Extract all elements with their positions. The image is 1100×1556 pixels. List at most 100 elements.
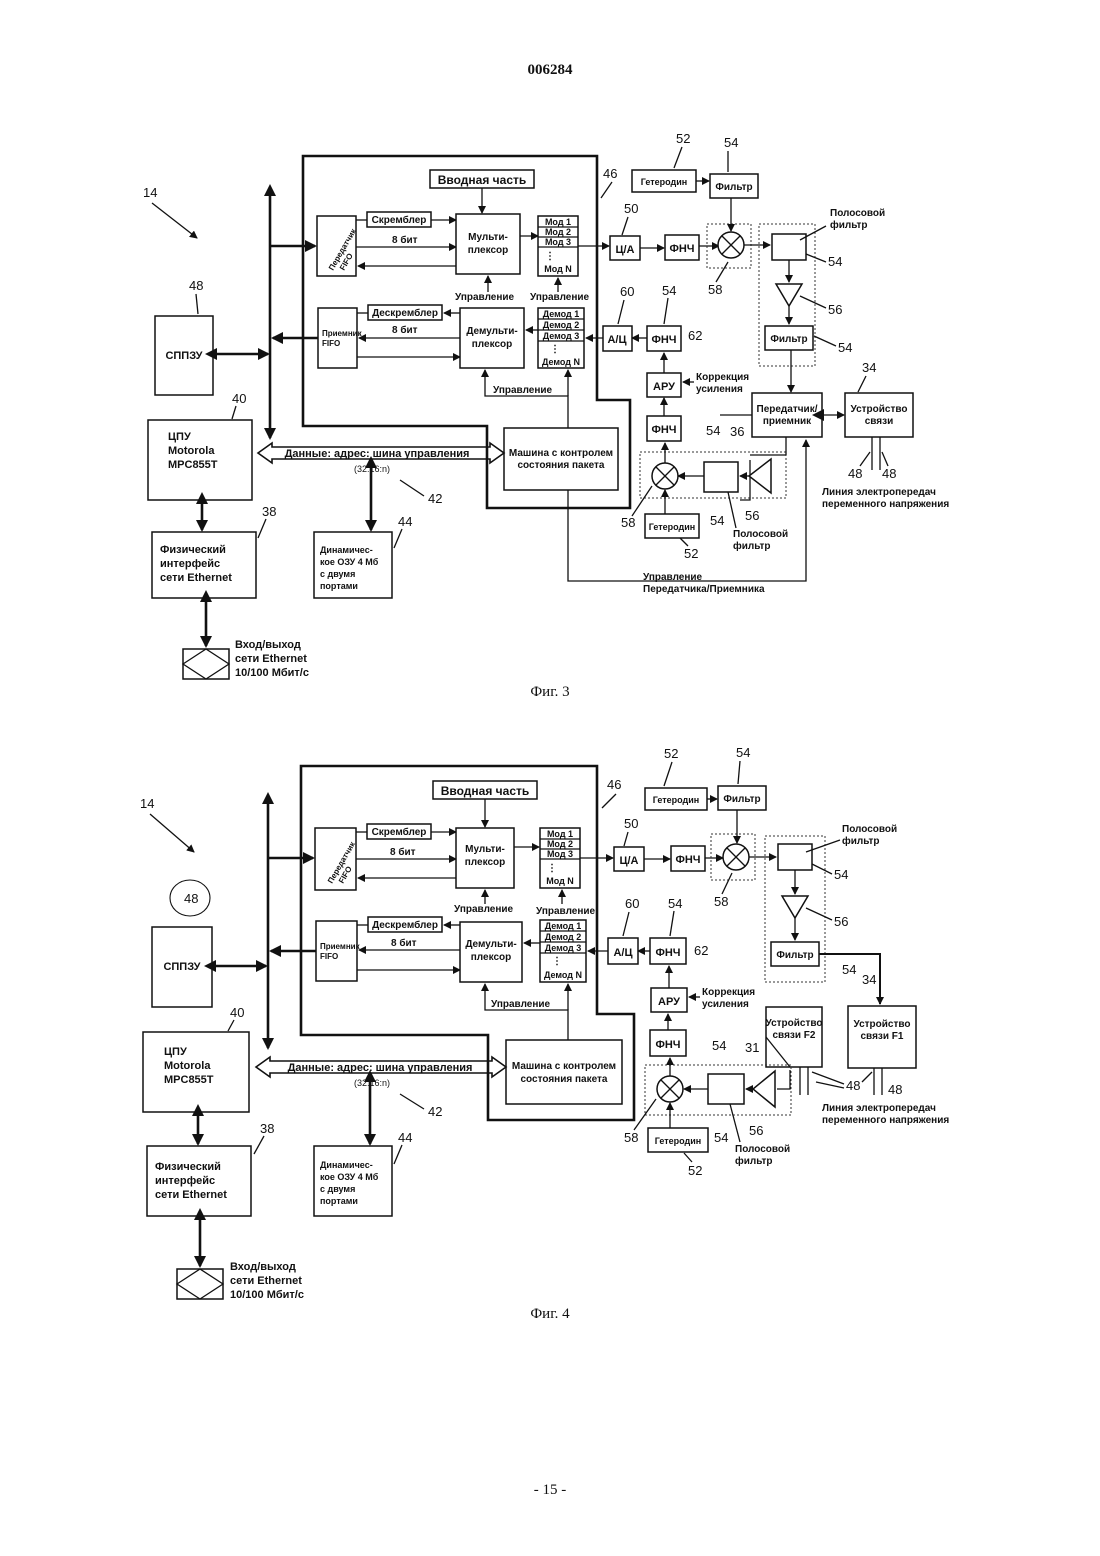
eth-label-2: сети Ethernet	[235, 653, 307, 665]
dram-label-3: с двумя	[320, 569, 355, 579]
ref-60: 60	[625, 896, 639, 911]
ref-56-leader	[806, 908, 832, 920]
bus-label: Данные: адрес: шина управления	[288, 1062, 473, 1074]
ref-58-rx: 58	[621, 515, 635, 530]
bandpass-leader	[730, 1104, 740, 1142]
ref-52-tx: 52	[676, 131, 690, 146]
ref-54-tx-filter: 54	[736, 745, 750, 760]
ref-56-rx: 56	[745, 508, 759, 523]
demod-3: Демод 3	[543, 331, 580, 341]
coupler-f2-label-1: Устройство	[766, 1018, 823, 1029]
ref-14: 14	[143, 185, 157, 200]
rx-amplifier	[753, 1071, 775, 1107]
demux-label-1: Демульти-	[466, 326, 517, 337]
ref-50-leader	[622, 217, 628, 235]
ref-54-leader	[670, 911, 674, 936]
rx-lpf-1-label: ФНЧ	[655, 947, 680, 959]
demod-2: Демод 2	[543, 320, 580, 330]
ref-54-leader	[806, 254, 826, 262]
dram-label-1: Динамичес-	[320, 1160, 373, 1170]
ref-34: 34	[862, 360, 876, 375]
bandpass-leader	[800, 226, 826, 240]
rx-fifo-label-1: Приемник	[320, 942, 361, 951]
ref-48-eeprom: 48	[184, 891, 198, 906]
tx-lpf-label: ФНЧ	[675, 854, 700, 866]
demod-dots: ⋮	[550, 344, 560, 355]
ref-52-tx: 52	[664, 746, 678, 761]
tx-filter-label: Фильтр	[715, 182, 752, 193]
multiplexer-box	[456, 214, 520, 274]
rx-fifo-label-2: FIFO	[322, 339, 340, 348]
mod-3: Мод 3	[545, 237, 571, 247]
ref-48-leader	[862, 1072, 872, 1082]
mod-1: Мод 1	[545, 217, 571, 227]
rx-bandpass-label-1: Полосовой	[733, 529, 788, 540]
ref-62: 62	[694, 943, 708, 958]
phy-label-2: интерфейс	[160, 558, 220, 570]
dram-label-2: кое ОЗУ 4 Мб	[320, 557, 379, 567]
rx-fifo-box	[316, 921, 357, 981]
rx-bandpass-label-2: фильтр	[735, 1155, 773, 1167]
bus-label: Данные: адрес: шина управления	[285, 448, 470, 460]
coupler-box	[845, 393, 913, 437]
ref-48-leader	[860, 452, 870, 466]
ref-44: 44	[398, 1130, 412, 1145]
ref-54-out: 54	[842, 962, 856, 977]
transceiver-label-2: приемник	[763, 416, 812, 427]
demod-n: Демод N	[544, 970, 582, 980]
mod-3: Мод 3	[547, 849, 573, 859]
mux-label-1: Мульти-	[465, 844, 505, 855]
mod-2: Мод 2	[547, 839, 573, 849]
mod-dots: ⋮	[545, 251, 555, 262]
ref-54-bp: 54	[828, 254, 842, 269]
ref-60-leader	[618, 300, 624, 324]
ref-58-rx: 58	[624, 1130, 638, 1145]
transceiver-label-1: Передатчик/	[757, 404, 818, 415]
demod-1: Демод 1	[545, 921, 582, 931]
rx-lpf-2-label: ФНЧ	[651, 424, 676, 436]
tx-out-filter-label: Фильтр	[770, 334, 807, 345]
cpu-label-1: ЦПУ	[168, 431, 191, 443]
figure-3-diagram: 14 46 Вводная часть Передатчик FIFO Скре…	[0, 125, 1100, 685]
ref-38: 38	[260, 1121, 274, 1136]
ref-58-tx: 58	[708, 282, 722, 297]
ref-62: 62	[688, 328, 702, 343]
fsm-to-demux-control	[485, 984, 568, 1040]
ref-48-pl-2: 48	[888, 1082, 902, 1097]
powerline-label-2: переменного напряжения	[822, 1115, 949, 1126]
eth-label-3: 10/100 Мбит/с	[230, 1289, 304, 1301]
gain-corr-label-2: усиления	[696, 384, 743, 395]
phy-label-1: Физический	[160, 544, 226, 556]
tx-heterodyne-label: Гетеродин	[641, 177, 688, 187]
dram-label-4: портами	[320, 1196, 358, 1206]
fsm-label-1: Машина с контролем	[512, 1061, 616, 1072]
front-end-label: Вводная часть	[438, 173, 527, 187]
ref-42: 42	[428, 491, 442, 506]
eth-label-1: Вход/выход	[230, 1261, 296, 1273]
demultiplexer-box	[460, 308, 524, 368]
ref-44-leader	[394, 1145, 402, 1164]
dram-label-1: Динамичес-	[320, 545, 373, 555]
demod-2: Демод 2	[545, 932, 582, 942]
agc-label: АРУ	[658, 996, 680, 1008]
tx-bandpass-box	[772, 234, 806, 260]
ref-44-leader	[394, 529, 402, 548]
ref-50-leader	[624, 832, 628, 846]
mod-control-label: Управление	[536, 906, 596, 917]
dram-label-3: с двумя	[320, 1184, 355, 1194]
ref-54-bp: 54	[834, 867, 848, 882]
tx-filter-label: Фильтр	[723, 794, 760, 805]
ref-52-rx: 52	[688, 1163, 702, 1178]
txrx-control-label-1: Управление	[643, 572, 703, 583]
powerline-label-1: Линия электропередач	[822, 487, 936, 498]
ref-54-leader	[814, 336, 836, 346]
ref-42-leader	[400, 480, 424, 496]
rx-path	[777, 1070, 790, 1089]
eth-label-3: 10/100 Мбит/с	[235, 667, 309, 679]
coupler-label-1: Устройство	[851, 404, 908, 415]
eeprom-label: СППЗУ	[163, 961, 200, 973]
fsm-label-1: Машина с контролем	[509, 448, 613, 459]
coupler-f2-label-2: связи F2	[773, 1030, 816, 1041]
powerline-label-2: переменного напряжения	[822, 499, 949, 510]
cpu-label-3: MPC855T	[164, 1074, 214, 1086]
